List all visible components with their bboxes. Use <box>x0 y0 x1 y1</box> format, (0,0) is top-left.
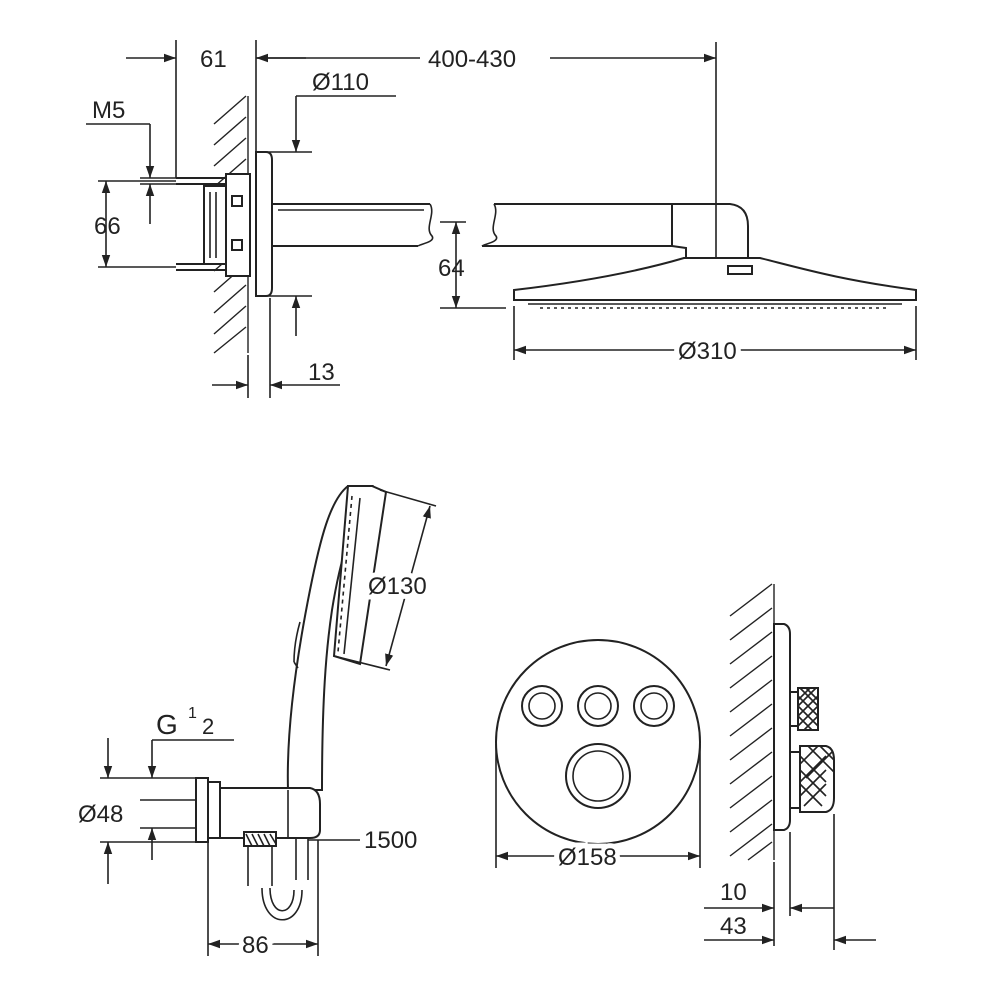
label-flange-diameter: Ø110 <box>312 69 369 96</box>
dim-plate-depth <box>704 832 834 946</box>
dim-plate-diameter <box>495 744 701 868</box>
dim-thread-connection <box>147 739 234 778</box>
label-head-drop: 64 <box>438 255 465 282</box>
hand-shower-view: Ø130 G 1 2 Ø48 1500 8 <box>78 485 437 964</box>
dim-knob-depth <box>704 814 876 950</box>
label-flange-depth: 13 <box>308 359 335 386</box>
label-thread-den: 2 <box>202 714 214 739</box>
label-thread-num: 1 <box>188 705 197 722</box>
label-knob-depth: 43 <box>720 913 747 940</box>
wall-outlet-holder <box>195 777 321 921</box>
control-side-view: 10 43 <box>704 583 876 950</box>
dim-flange-diameter <box>264 95 396 336</box>
label-plate-diameter: Ø158 <box>558 844 617 871</box>
control-button-2-inner <box>584 692 612 720</box>
overhead-shower-view: 61 400-430 Ø110 M5 <box>86 40 917 398</box>
control-plate <box>495 639 701 845</box>
control-button-2 <box>577 685 619 727</box>
label-projection: 86 <box>242 932 269 959</box>
control-button-3-inner <box>640 692 668 720</box>
wall-hatching-bottom <box>729 583 775 861</box>
dim-thread <box>86 123 176 224</box>
dim-arm-length <box>256 42 717 206</box>
control-button-1-inner <box>528 692 556 720</box>
mounting-bracket <box>176 173 251 277</box>
label-hand-head-diameter: Ø130 <box>368 573 427 600</box>
control-button-3 <box>633 685 675 727</box>
label-thread-main: G <box>156 709 178 740</box>
label-wall-offset: 61 <box>200 46 227 73</box>
side-knob <box>789 745 835 813</box>
dim-outlet-diameter <box>100 738 196 884</box>
side-plate <box>773 623 791 831</box>
control-plate-front-view: Ø158 <box>495 639 701 876</box>
thermostat-knob <box>565 743 631 809</box>
dim-flange-depth <box>212 298 340 398</box>
label-mount-height: 66 <box>94 213 121 240</box>
dim-projection <box>207 840 319 956</box>
dim-head-drop <box>440 221 506 309</box>
control-button-1 <box>521 685 563 727</box>
thermostat-knob-inner <box>572 750 624 802</box>
side-button <box>789 687 819 731</box>
dim-hand-head-diameter <box>333 489 437 671</box>
hand-shower <box>286 485 388 791</box>
label-hose-length: 1500 <box>364 827 417 854</box>
label-outlet-diameter: Ø48 <box>78 801 123 828</box>
wall-flange <box>255 151 273 297</box>
dim-mount-height <box>98 180 176 268</box>
label-thread: M5 <box>92 97 125 124</box>
label-arm-length: 400-430 <box>428 46 516 73</box>
shower-arm <box>272 203 749 263</box>
label-plate-depth: 10 <box>720 879 747 906</box>
overhead-shower-head <box>513 257 917 309</box>
dim-head-diameter <box>513 306 917 360</box>
label-head-diameter: Ø310 <box>678 338 737 365</box>
